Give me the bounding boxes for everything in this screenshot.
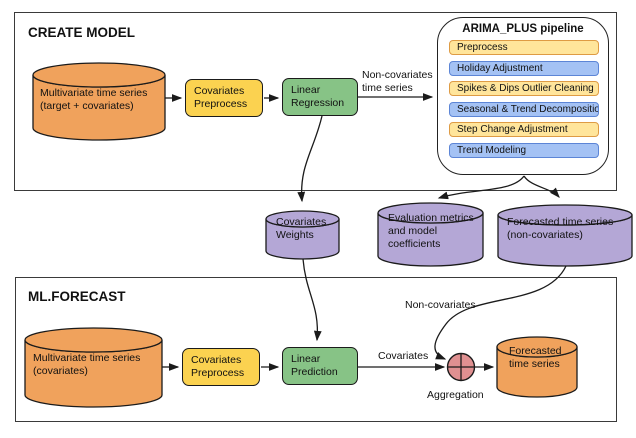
curve-pipeline-to-forecast-noncov	[523, 175, 560, 198]
curve-regression-to-weights	[297, 115, 323, 203]
noncovariates-label: Non-covariates	[405, 299, 476, 311]
linear-regression-label: Linear Regression	[291, 84, 345, 109]
linear-regression-box: Linear Regression	[282, 78, 358, 116]
arima-plus-pipeline-title: ARIMA_PLUS pipeline	[462, 23, 584, 35]
pipeline-step-spikes-dips-outlier-cleaning: Spikes & Dips Outlier Cleaning	[449, 81, 599, 96]
curve-noncov-to-aggregation	[434, 265, 567, 360]
aggregation-label: Aggregation	[427, 389, 484, 401]
ml-forecast-title: ML.FORECAST	[28, 289, 126, 304]
pipeline-step-preprocess: Preprocess	[449, 40, 599, 55]
noncovariates-time-series-label: Non-covariates time series	[362, 69, 433, 94]
covariates-preprocess-label-forecast: Covariates Preprocess	[191, 354, 245, 379]
create-model-title: CREATE MODEL	[28, 25, 135, 40]
forecasted-time-series-label: Forecasted time series	[509, 345, 562, 370]
forecasted-time-series-cylinder	[496, 336, 578, 398]
covariates-weights-cylinder	[265, 210, 340, 260]
covariates-label: Covariates	[378, 350, 429, 362]
input-datastore-label-forecast: Multivariate time series (covariates)	[33, 352, 141, 377]
input-datastore-cylinder-train	[32, 62, 166, 141]
linear-prediction-label: Linear Prediction	[291, 353, 338, 378]
covariates-weights-label: Covariates Weights	[276, 216, 327, 241]
input-datastore-label-train: Multivariate time series (target + covar…	[40, 87, 148, 112]
linear-prediction-box: Linear Prediction	[282, 347, 358, 385]
ml-forecast-section	[15, 277, 617, 422]
forecasted-noncovariates-label: Forecasted time series (non-covariates)	[507, 216, 614, 241]
pipeline-step-trend-modeling: Trend Modeling	[449, 143, 599, 158]
input-datastore-cylinder-forecast	[24, 327, 163, 408]
arima-plus-pipeline-container: ARIMA_PLUS pipeline Preprocess Holiday A…	[437, 17, 609, 175]
create-model-section	[14, 12, 617, 191]
covariates-preprocess-label-train: Covariates Preprocess	[194, 85, 248, 110]
covariates-preprocess-box-forecast: Covariates Preprocess	[182, 348, 260, 386]
pipeline-step-step-change-adjustment: Step Change Adjustment	[449, 122, 599, 137]
pipeline-step-seasonal-trend-decomposition: Seasonal & Trend Decomposition	[449, 102, 599, 117]
forecasted-noncovariates-cylinder	[497, 204, 633, 267]
evaluation-metrics-label: Evaluation metrics and model coefficient…	[388, 212, 474, 250]
evaluation-metrics-cylinder	[377, 202, 484, 267]
covariates-preprocess-box-train: Covariates Preprocess	[185, 79, 263, 117]
curve-weights-to-prediction	[302, 258, 322, 342]
aggregation-icon	[446, 352, 476, 382]
pipeline-step-holiday-adjustment: Holiday Adjustment	[449, 61, 599, 76]
curve-pipeline-to-evaluation	[437, 175, 525, 200]
